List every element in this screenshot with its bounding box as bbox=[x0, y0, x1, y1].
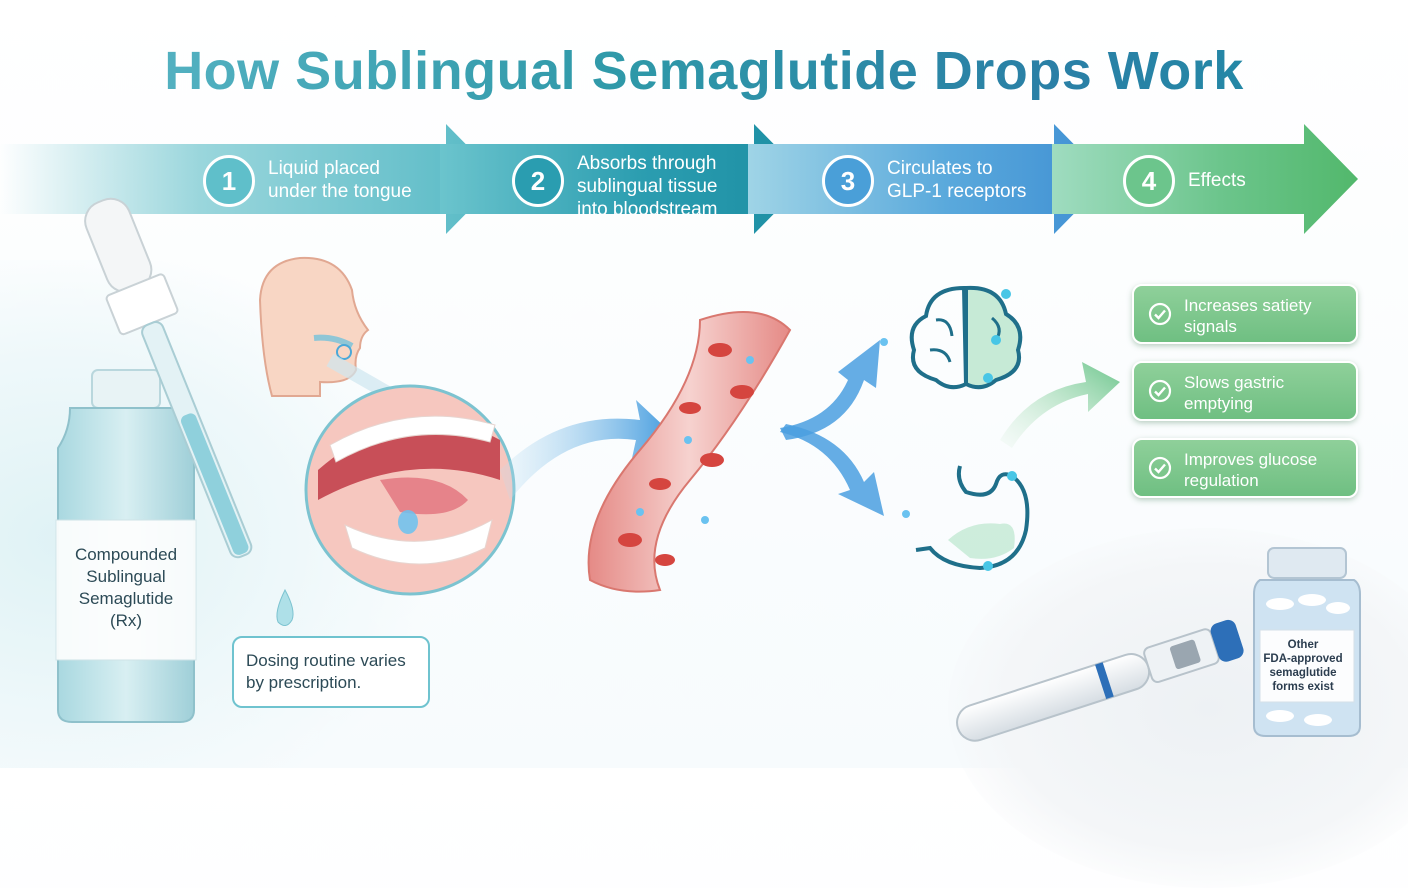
step-2-number: 2 bbox=[512, 155, 564, 207]
effect-line: Slows gastric bbox=[1184, 373, 1285, 392]
step-3-line: GLP-1 receptors bbox=[887, 181, 1027, 202]
pill-bottle-label-line: semaglutide bbox=[1269, 667, 1337, 679]
pen-injector bbox=[956, 619, 1244, 742]
page-title: How Sublingual Semaglutide Drops Work bbox=[0, 40, 1408, 102]
step-1-text: Liquid placed under the tongue bbox=[268, 157, 412, 203]
step-3-line: Circulates to bbox=[887, 158, 993, 179]
step-3-number: 3 bbox=[822, 155, 874, 207]
dosing-note-line: by prescription. bbox=[246, 673, 362, 692]
effect-line: Improves glucose bbox=[1184, 450, 1318, 469]
step-2-line: into bloodstream bbox=[577, 199, 718, 220]
effect-card-glucose: Improves glucose regulation bbox=[1132, 438, 1358, 498]
step-3-text: Circulates to GLP-1 receptors bbox=[887, 157, 1026, 203]
step-4-text: Effects bbox=[1188, 170, 1246, 191]
bottle-label-line: (Rx) bbox=[109, 611, 143, 630]
absorption-flow-arrow bbox=[500, 400, 668, 500]
effects-flow-arrow bbox=[1000, 362, 1120, 448]
step-1-line: Liquid placed bbox=[268, 158, 380, 179]
effect-line: signals bbox=[1184, 317, 1237, 336]
pill-bottle-label-line: Other bbox=[1287, 639, 1319, 651]
dosing-note-line: Dosing routine varies bbox=[246, 651, 406, 670]
flow-arrow-to-brain bbox=[780, 340, 880, 440]
step-2-text: Absorbs through sublingual tissue into b… bbox=[577, 152, 717, 221]
bottle-label-line: Compounded bbox=[74, 545, 178, 564]
step-4-number: 4 bbox=[1123, 155, 1175, 207]
head-profile bbox=[258, 256, 404, 407]
check-circle-icon bbox=[1148, 456, 1172, 480]
effect-line: Increases satiety bbox=[1184, 296, 1312, 315]
bottle-label-line: Sublingual bbox=[86, 567, 166, 586]
step-2-line: sublingual tissue bbox=[577, 176, 718, 197]
check-circle-icon bbox=[1148, 379, 1172, 403]
step-1-number: 1 bbox=[203, 155, 255, 207]
flow-arrow-to-stomach bbox=[780, 424, 884, 516]
bottle-label-line: Semaglutide bbox=[78, 589, 174, 608]
pill-bottle-label-line: forms exist bbox=[1272, 681, 1334, 693]
blood-vessel bbox=[587, 311, 792, 593]
pill-bottle-label-line: FDA-approved bbox=[1263, 653, 1343, 665]
effect-line: emptying bbox=[1184, 394, 1253, 413]
effect-card-satiety: Increases satiety signals bbox=[1132, 284, 1358, 344]
dosing-note-callout: Dosing routine varies by prescription. bbox=[232, 636, 430, 708]
mouth-closeup bbox=[304, 384, 516, 596]
step-2-line: Absorbs through bbox=[577, 153, 717, 174]
bottle-label: Compounded Sublingual Semaglutide (Rx) bbox=[56, 526, 196, 656]
stomach-icon bbox=[915, 465, 1030, 571]
dropper-bottle bbox=[55, 197, 294, 723]
check-circle-icon bbox=[1148, 302, 1172, 326]
effect-card-gastric: Slows gastric emptying bbox=[1132, 361, 1358, 421]
pill-bottle-label: Other FDA-approved semaglutide forms exi… bbox=[1262, 638, 1344, 694]
step-1-line: under the tongue bbox=[268, 181, 412, 202]
effect-line: regulation bbox=[1184, 471, 1259, 490]
pill-bottle bbox=[1253, 547, 1361, 737]
brain-icon bbox=[909, 285, 1023, 390]
illustration-layer bbox=[55, 197, 1361, 742]
